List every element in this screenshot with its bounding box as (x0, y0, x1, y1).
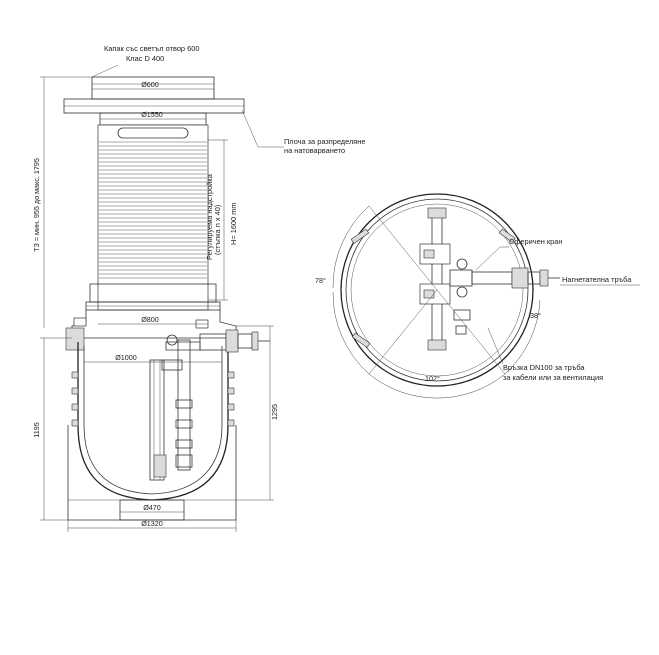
ball-valve-label: Сферичен кран (509, 237, 562, 246)
bottom-bracket (427, 339, 447, 351)
dim-d470: Ø470 (143, 503, 161, 512)
adjustable-riser (85, 124, 221, 311)
dim-h1195: 1195 (32, 422, 41, 437)
extension-height-label: H= 1600 mm (229, 202, 238, 245)
plan-pump (419, 243, 560, 335)
angle-38: 38° (530, 311, 541, 320)
tank-rib (71, 371, 79, 379)
tank-body (67, 342, 237, 521)
dim-ts-range: ТЗ = мин. 955 до макс. 1795 (32, 158, 41, 252)
angle-102: 102° (425, 374, 440, 383)
pressure-pipe-label: Нагнетателна тръба (562, 275, 632, 284)
side-dimensions: Ø600 Ø1550 Ø800 Ø1000 Ø470 Ø1320 ТЗ = ми… (32, 76, 279, 532)
pump-assembly (149, 329, 270, 481)
dim-d800: Ø800 (141, 315, 159, 324)
dim-d600: Ø600 (141, 80, 159, 89)
conn-label-1: Връзка DN100 за тръба (503, 363, 585, 372)
cover-label-2: Клас D 400 (126, 54, 164, 63)
plate-label-2: на натоварването (284, 146, 345, 155)
dim-d1320: Ø1320 (141, 519, 163, 528)
extension-label-1: Регулируема надстройка (205, 173, 214, 260)
tank-rib (71, 387, 79, 395)
extension-label-2: (стъпка n x 40) (213, 205, 222, 255)
tank-rib (71, 419, 79, 427)
dim-d1550: Ø1550 (141, 110, 163, 119)
dim-d1000: Ø1000 (115, 353, 137, 362)
side-view: Ø600 Ø1550 Ø800 Ø1000 Ø470 Ø1320 ТЗ = ми… (32, 44, 366, 532)
plan-view: 78° 38° 102° Сферичен кран Нагнетателна … (315, 193, 640, 399)
plate-label-1: Плоча за разпределяне (284, 137, 366, 146)
conn-label-2: за кабели или за вентилация (503, 373, 603, 382)
tank-rib (227, 371, 235, 379)
cover-label-1: Капак със светъл отвор 600 (104, 44, 199, 53)
tank-rib (71, 403, 79, 411)
side-labels: Капак със светъл отвор 600 Клас D 400 Пл… (91, 44, 366, 260)
tank-rib (227, 387, 235, 395)
top-bracket (427, 207, 447, 219)
tank-rib (227, 419, 235, 427)
tank-rib (227, 403, 235, 411)
angle-78: 78° (315, 276, 326, 285)
dim-h1295: 1295 (270, 404, 279, 420)
